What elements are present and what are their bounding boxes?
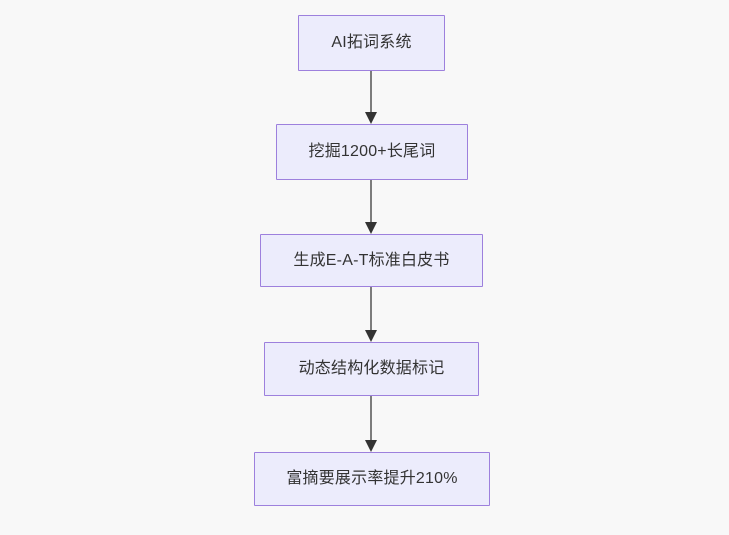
edge-node4-node5 xyxy=(365,396,377,452)
flow-node-label: 生成E-A-T标准白皮书 xyxy=(293,251,450,269)
arrowhead-icon xyxy=(365,112,377,124)
flow-node-ai-keyword-system[interactable]: AI拓词系统 xyxy=(298,15,445,71)
flow-node-dynamic-structured-data-markup[interactable]: 动态结构化数据标记 xyxy=(264,342,479,396)
flow-node-label: 挖掘1200+长尾词 xyxy=(308,143,436,161)
edge-node2-node3 xyxy=(365,180,377,234)
arrowhead-icon xyxy=(365,440,377,452)
flow-node-label: AI拓词系统 xyxy=(331,34,412,52)
flow-node-mine-longtail-keywords[interactable]: 挖掘1200+长尾词 xyxy=(276,124,468,180)
edge-node1-node2 xyxy=(365,71,377,124)
flow-node-generate-eat-whitepaper[interactable]: 生成E-A-T标准白皮书 xyxy=(260,234,483,287)
flow-node-rich-snippet-impression-uplift[interactable]: 富摘要展示率提升210% xyxy=(254,452,490,506)
edge-node3-node4 xyxy=(365,287,377,342)
flow-node-label: 动态结构化数据标记 xyxy=(298,360,445,378)
arrowhead-icon xyxy=(365,330,377,342)
arrowhead-icon xyxy=(365,222,377,234)
flow-node-label: 富摘要展示率提升210% xyxy=(286,470,458,488)
